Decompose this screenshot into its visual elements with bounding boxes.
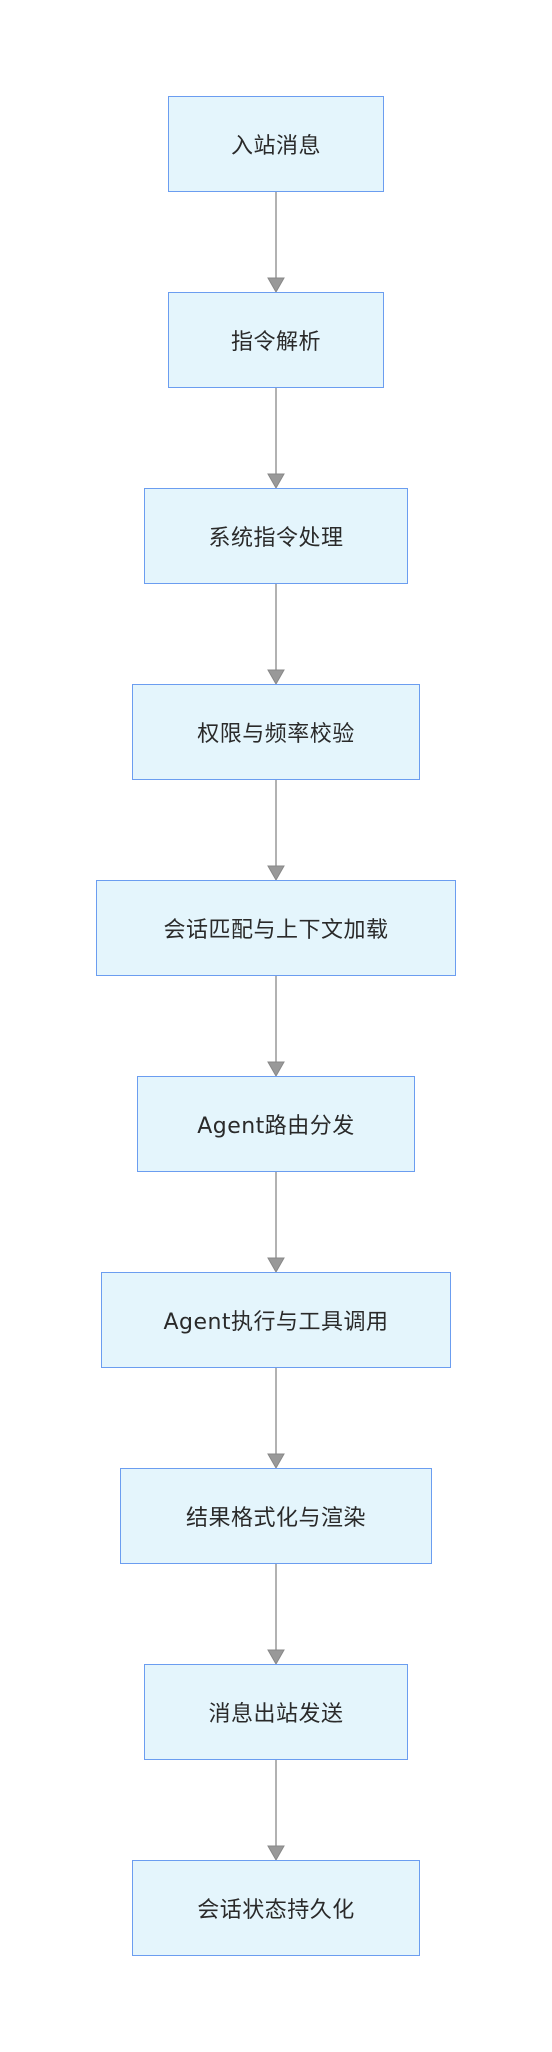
arrowhead-icon: [267, 473, 285, 490]
arrowhead-icon: [267, 1845, 285, 1862]
node-system-command-handling: 系统指令处理: [144, 488, 408, 584]
node-agent-routing: Agent路由分发: [137, 1076, 415, 1172]
node-permission-rate-check: 权限与频率校验: [132, 684, 420, 780]
node-result-format-render: 结果格式化与渲染: [120, 1468, 432, 1564]
arrowhead-icon: [267, 865, 285, 882]
arrowhead-icon: [267, 277, 285, 294]
node-session-persistence: 会话状态持久化: [132, 1860, 420, 1956]
arrowhead-icon: [267, 1257, 285, 1274]
node-outbound-send: 消息出站发送: [144, 1664, 408, 1760]
node-inbound-message: 入站消息: [168, 96, 384, 192]
arrowhead-icon: [267, 1061, 285, 1078]
node-session-context-load: 会话匹配与上下文加载: [96, 880, 456, 976]
node-agent-execution-tools: Agent执行与工具调用: [101, 1272, 451, 1368]
arrowhead-icon: [267, 1649, 285, 1666]
arrowhead-icon: [267, 1453, 285, 1470]
arrowhead-icon: [267, 669, 285, 686]
node-command-parsing: 指令解析: [168, 292, 384, 388]
